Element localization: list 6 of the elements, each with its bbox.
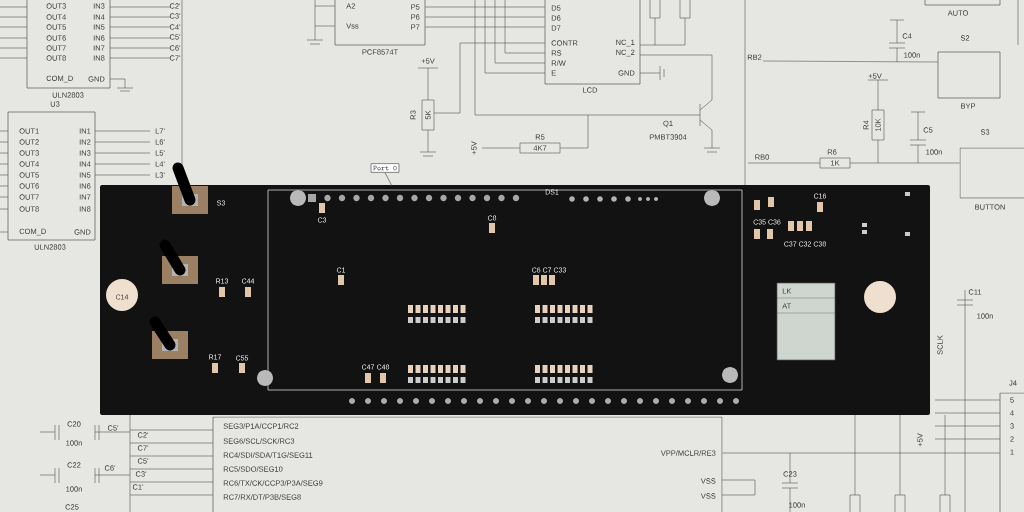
wire (849, 162, 960, 164)
wire (762, 60, 938, 63)
wire (425, 16, 545, 18)
wire (425, 26, 545, 28)
wire (722, 452, 1000, 454)
wire (425, 6, 545, 8)
